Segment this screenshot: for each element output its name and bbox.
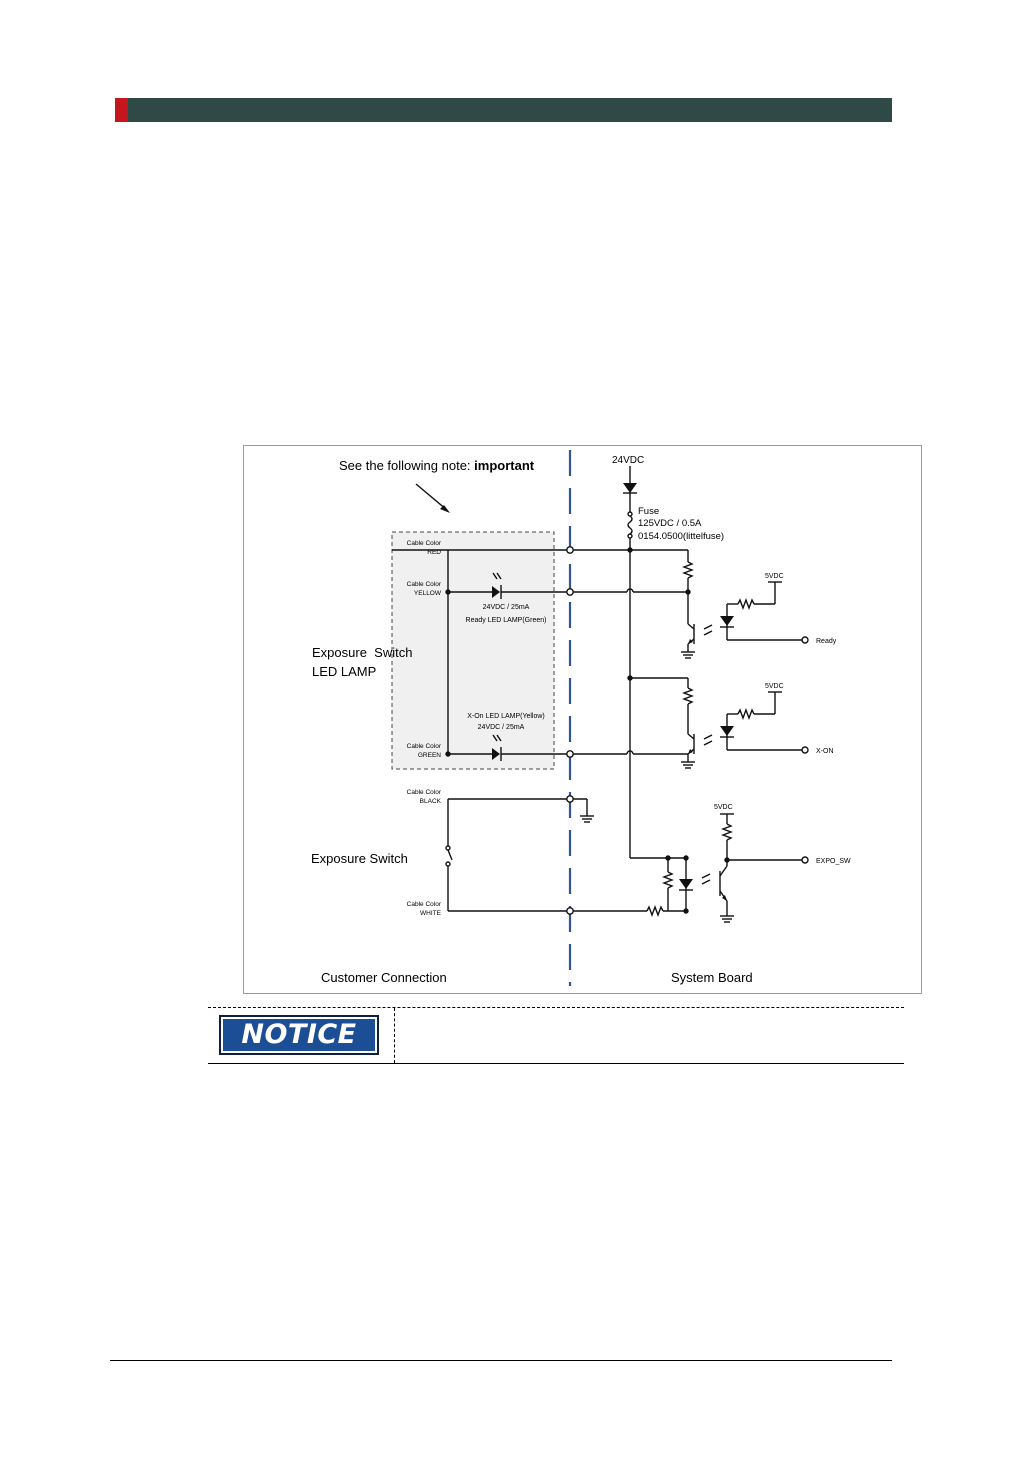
xon-led-rating: 24VDC / 25mA <box>478 724 525 731</box>
led-lamp-group-box <box>391 531 555 770</box>
terminal-black <box>566 795 574 803</box>
xon-vdc-label: 5VDC <box>765 683 784 690</box>
xon-led-name: X-On LED LAMP(Yellow) <box>467 713 545 720</box>
section-header-bar <box>115 98 892 122</box>
supply-label: 24VDC <box>612 455 644 466</box>
terminal-red <box>566 546 574 554</box>
section-header-accent <box>115 98 128 122</box>
resistor-expo-input <box>646 905 664 917</box>
notice-badge: NOTICE <box>219 1015 379 1055</box>
cable-color-black: BLACK <box>420 798 442 805</box>
cable-color-yellow: YELLOW <box>414 590 442 597</box>
cable-color-green: GREEN <box>418 752 441 759</box>
fuse-part: 0154.0500(littelfuse) <box>638 531 724 542</box>
xon-output-terminal <box>801 746 809 754</box>
wiring-diagram: See the following note: important 24VDC … <box>311 450 851 986</box>
ready-led-icon <box>492 586 500 598</box>
cable-caption-black: Cable Color <box>407 789 442 796</box>
supply-arrow-icon <box>623 483 637 493</box>
ready-led-name: Ready LED LAMP(Green) <box>466 617 547 624</box>
cable-color-white: WHITE <box>420 910 442 917</box>
notice-box: NOTICE <box>208 1007 904 1064</box>
terminal-white <box>566 907 574 915</box>
cable-caption-green: Cable Color <box>407 743 442 750</box>
xon-led-icon <box>492 748 500 760</box>
notice-badge-cell: NOTICE <box>208 1008 395 1063</box>
resistor-ready-pullup <box>682 561 694 579</box>
fuse-rating: 125VDC / 0.5A <box>638 518 702 529</box>
note-arrow-icon <box>440 505 450 513</box>
wiring-diagram-figure: See the following note: important 24VDC … <box>243 445 922 994</box>
customer-connection-label: Customer Connection <box>321 970 447 985</box>
terminal-green <box>566 750 574 758</box>
cable-caption-white: Cable Color <box>407 901 442 908</box>
cable-caption-yellow: Cable Color <box>407 581 442 588</box>
fuse-icon <box>627 515 633 535</box>
terminal-yellow <box>566 588 574 596</box>
exposure-switch-label: Exposure Switch <box>311 851 408 866</box>
ready-output-terminal <box>801 636 809 644</box>
exposure-switch-led-label-2: LED LAMP <box>312 664 376 679</box>
important-note: See the following note: important <box>339 458 535 473</box>
resistor-xon-pullup <box>682 687 694 705</box>
ready-vdc-label: 5VDC <box>765 573 784 580</box>
expo-output-label: EXPO_SW <box>816 858 851 865</box>
exposure-switch-led-label-1: Exposure Switch <box>312 645 412 660</box>
xon-output-label: X-ON <box>816 748 834 755</box>
cable-caption-red: Cable Color <box>407 540 442 547</box>
expo-output-terminal <box>801 856 809 864</box>
ready-led-rating: 24VDC / 25mA <box>483 604 530 611</box>
cable-color-red: RED <box>427 549 441 556</box>
expo-opto-led-icon <box>679 879 693 889</box>
expo-vdc-label: 5VDC <box>714 804 733 811</box>
footer-rule <box>110 1360 892 1361</box>
system-board-label: System Board <box>671 970 753 985</box>
exposure-switch-icon <box>447 849 453 861</box>
ready-output-label: Ready <box>816 638 837 645</box>
fuse-label: Fuse <box>638 506 659 517</box>
